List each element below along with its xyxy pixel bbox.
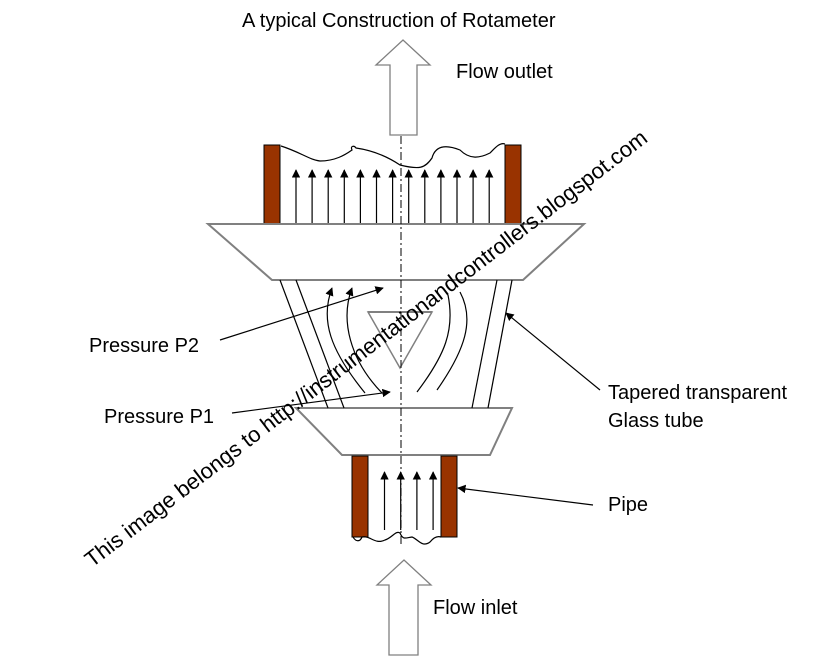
lower-break-line	[352, 531, 442, 545]
flow-outlet-label: Flow outlet	[456, 61, 553, 83]
upper-fitting	[205, 223, 587, 281]
lower-fitting	[293, 407, 514, 456]
upper-break-line	[280, 143, 506, 169]
glass-tube-label-line1: Tapered transparent	[608, 382, 787, 404]
diagram-title: A typical Construction of Rotameter	[242, 10, 556, 32]
pipe-label: Pipe	[608, 494, 648, 516]
pressure-p2-pointer	[219, 286, 384, 341]
glass-tube-left-outer	[279, 279, 329, 409]
lower-pipe-left-wall	[351, 455, 369, 538]
flow-inlet-arrow-icon	[375, 559, 433, 656]
upper-pipe-left-wall	[263, 144, 281, 225]
lower-flow-arrows	[380, 471, 438, 530]
upper-flow-arrows	[291, 169, 494, 224]
lower-pipe-right-wall	[440, 455, 458, 538]
pipe-pointer	[457, 484, 594, 506]
glass-tube-left-inner	[295, 279, 345, 409]
glass-tube-label-line2: Glass tube	[608, 410, 704, 432]
pressure-p1-label: Pressure P1	[104, 406, 214, 428]
flow-outlet-arrow-icon	[374, 39, 432, 136]
streamline-left-outer	[325, 287, 366, 394]
streamline-right-inner	[416, 294, 451, 393]
flow-inlet-label: Flow inlet	[433, 597, 518, 619]
streamline-right-outer	[436, 291, 468, 391]
glass-tube-right-outer	[487, 279, 513, 409]
glass-tube-right-inner	[471, 279, 498, 409]
upper-pipe-right-wall	[504, 144, 522, 225]
pressure-p1-pointer	[231, 388, 391, 414]
glass-tube-pointer	[505, 312, 601, 391]
pressure-p2-label: Pressure P2	[89, 335, 199, 357]
